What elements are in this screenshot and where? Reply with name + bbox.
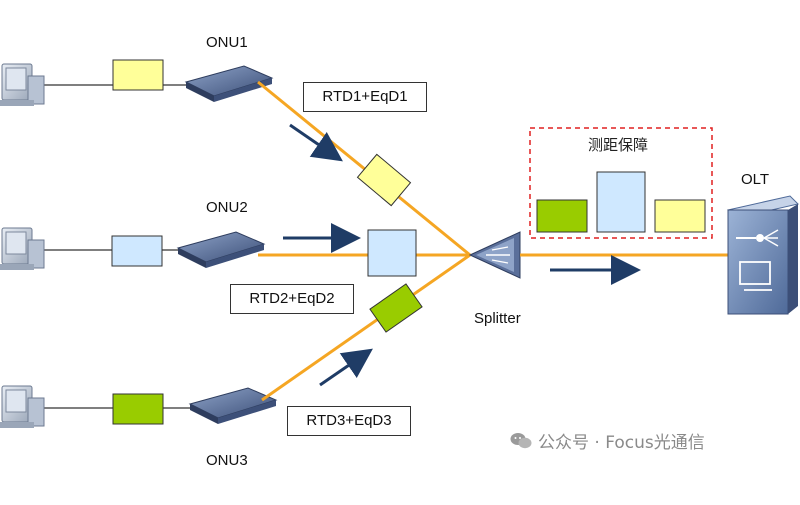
watermark: 公众号 · Focus光通信 [510, 428, 705, 453]
olt-icon [727, 195, 799, 315]
onu1-label: ONU1 [206, 34, 248, 51]
ranging-box [529, 127, 713, 239]
splitter-label: Splitter [474, 310, 521, 327]
onu2-frame-on-fiber [367, 229, 417, 277]
splitter-icon [468, 231, 521, 279]
delay-label-2: RTD2+EqD2 [230, 284, 354, 314]
delay-label-3: RTD3+EqD3 [287, 406, 411, 436]
onu-icon [184, 65, 274, 102]
watermark-text: 公众号 · Focus光通信 [538, 433, 705, 453]
onu1-frame-on-fiber [356, 153, 412, 207]
pc-icon [0, 227, 45, 270]
ranging-frame-green [536, 199, 588, 233]
onu3-frame [112, 393, 164, 425]
onu3-frame-on-fiber [369, 283, 423, 333]
onu3-fiber [261, 253, 471, 402]
pc-icon [0, 63, 45, 106]
ranging-frame-lightblue [596, 171, 646, 233]
onu3-label: ONU3 [206, 452, 248, 469]
onu1-fiber [257, 80, 471, 257]
ranging-title: 测距保障 [588, 136, 649, 154]
delay-label-1: RTD1+EqD1 [303, 82, 427, 112]
pc-icon [0, 385, 45, 428]
onu-icon [188, 387, 278, 424]
olt-label: OLT [741, 171, 770, 188]
onu1-upstream-arrow [289, 123, 343, 162]
onu2-frame [111, 235, 163, 267]
onu-icon [176, 231, 266, 268]
onu2-label: ONU2 [206, 199, 248, 216]
onu3-upstream-arrow [319, 348, 373, 387]
onu1-frame [112, 59, 164, 91]
wechat-icon [510, 432, 532, 450]
ranging-frame-yellow [654, 199, 706, 233]
